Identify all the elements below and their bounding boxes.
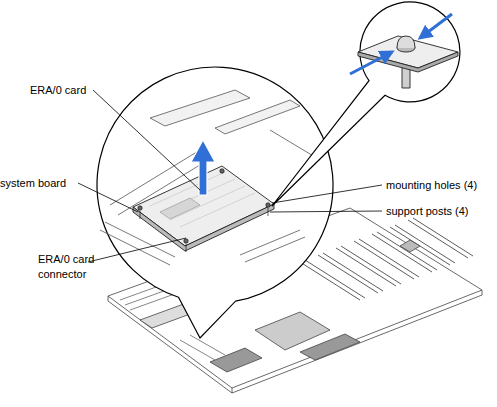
part-label: mounting holes (4) <box>386 178 496 193</box>
board-detail <box>100 90 320 265</box>
detail-bubble <box>272 2 460 206</box>
part-label: support posts (4) <box>386 204 496 219</box>
expansion-slots <box>300 218 473 300</box>
part-label: ERA/0 card <box>30 83 100 98</box>
magnifier-bubble <box>97 67 333 338</box>
lift-arrow <box>191 140 215 195</box>
part-label: ERA/0 card connector <box>38 252 104 282</box>
mounting-post-detail <box>350 14 458 88</box>
part-label: system board <box>0 176 80 191</box>
leader-lines <box>78 90 382 262</box>
